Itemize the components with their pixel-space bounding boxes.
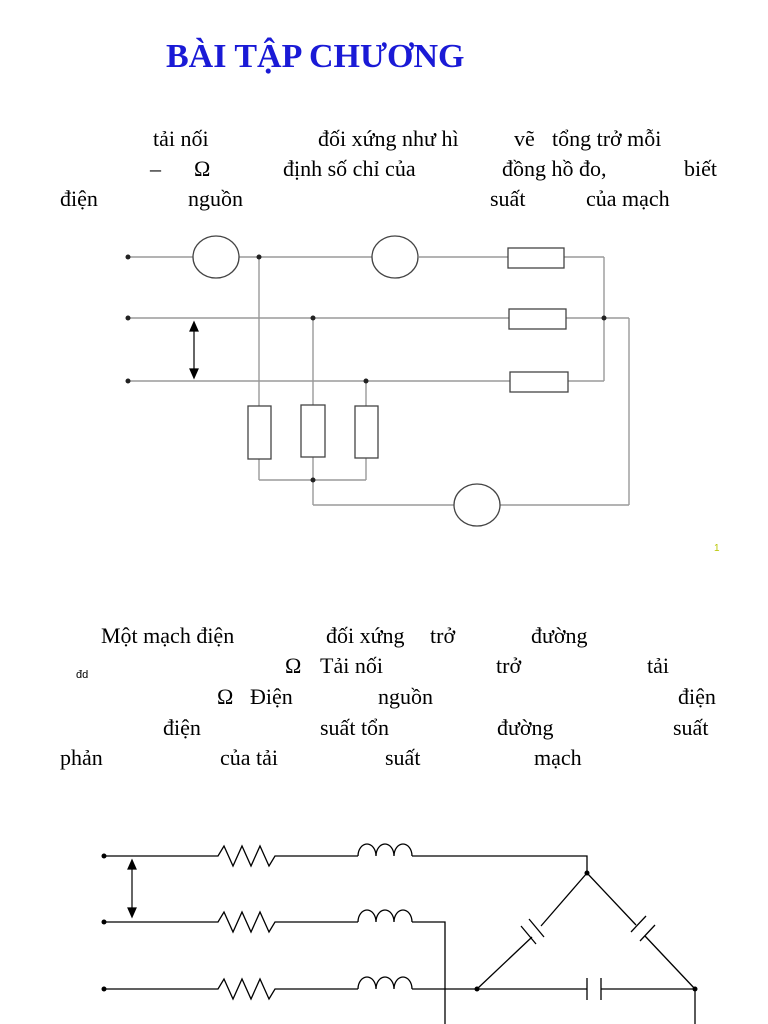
text-fragment: nguồn	[378, 684, 433, 709]
text-fragment: đối xứng như hì	[318, 126, 459, 151]
text-fragment: Ω	[217, 684, 234, 709]
page-title: BÀI TẬP CHƯƠNG	[166, 38, 465, 75]
text-fragment: –	[150, 156, 161, 181]
text-fragment: phản	[60, 745, 103, 770]
resistor	[508, 308, 567, 330]
resistor	[247, 405, 272, 460]
text-fragment: điện	[163, 715, 201, 740]
text-fragment: của mạch	[586, 186, 670, 211]
text-fragment: điện	[678, 684, 716, 709]
resistor	[300, 404, 326, 458]
text-fragment: Ω	[285, 653, 302, 678]
page-number: 1	[714, 543, 720, 554]
text-fragment: tải nối	[153, 126, 209, 151]
text-fragment: mạch	[534, 745, 582, 770]
text-fragment: trở	[496, 653, 522, 678]
resistor	[354, 405, 379, 459]
text-fragment: đường	[497, 715, 554, 740]
text-fragment: tải	[647, 653, 669, 678]
text-fragment: đồng hồ đo,	[502, 156, 607, 181]
text-fragment: vẽ	[514, 126, 535, 151]
text-fragment: tổng trở mỗi	[552, 126, 662, 151]
text-fragment: của tải	[220, 745, 279, 770]
meter-circle	[453, 483, 501, 527]
text-fragment: Ω	[194, 156, 211, 181]
text-fragment: đd	[76, 669, 89, 681]
text-fragment: suất	[490, 186, 526, 211]
text-fragment: suất	[673, 715, 709, 740]
meter-circle	[371, 235, 419, 279]
text-fragment: trở	[430, 623, 456, 648]
text-fragment: biết	[684, 156, 717, 181]
text-fragment: Một mạch điện	[101, 623, 235, 648]
text-fragment: nguồn	[188, 186, 243, 211]
text-fragment: suất tổn	[320, 715, 390, 740]
text-fragment: suất	[385, 745, 421, 770]
resistor	[509, 371, 569, 393]
resistor	[507, 247, 565, 269]
text-fragment: đối xứng	[326, 623, 405, 648]
text-fragment: điện	[60, 186, 98, 211]
text-fragment: Tải nối	[320, 653, 383, 678]
text-fragment: định số chỉ của	[283, 156, 416, 181]
text-fragment: Điện	[250, 684, 293, 709]
meter-circle	[192, 235, 240, 279]
text-fragment: đường	[531, 623, 588, 648]
